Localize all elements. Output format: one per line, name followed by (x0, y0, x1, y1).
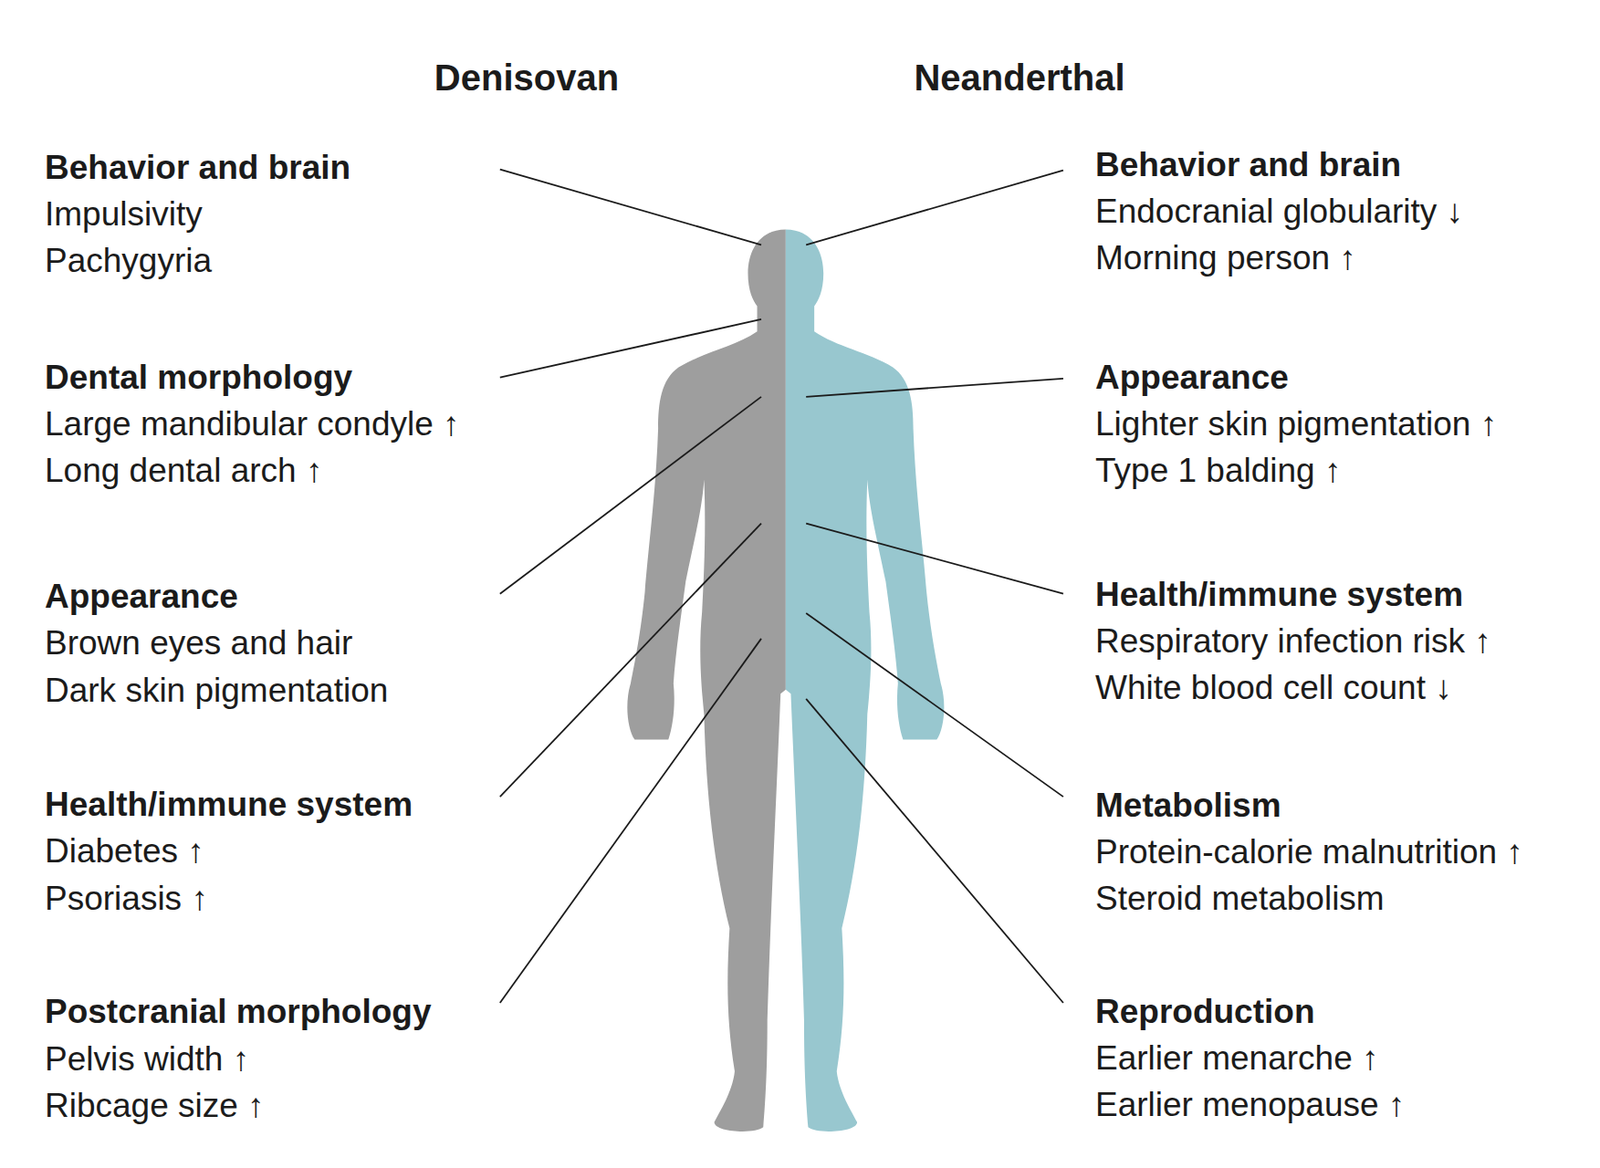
denisovan-half (627, 230, 786, 1132)
leader-line (805, 378, 1064, 398)
leader-line (805, 613, 1064, 797)
trait-label: Endocranial globularity ↓ (1095, 191, 1464, 232)
leader-line (805, 170, 1064, 246)
category-heading: Behavior and brain (44, 147, 351, 189)
leader-line (805, 699, 1064, 1004)
leader-line (500, 638, 762, 1004)
trait-label: Type 1 balding ↑ (1095, 450, 1341, 492)
category-heading: Health/immune system (44, 784, 413, 826)
column-heading: Denisovan (434, 55, 619, 100)
leader-lines (500, 169, 1064, 1004)
trait-label: Brown eyes and hair (44, 623, 353, 664)
trait-label: Steroid metabolism (1095, 878, 1385, 920)
trait-label: Pelvis width ↑ (44, 1039, 250, 1080)
category-heading: Behavior and brain (1095, 145, 1402, 186)
trait-label: Long dental arch ↑ (44, 450, 323, 492)
trait-label: Earlier menopause ↑ (1095, 1085, 1405, 1126)
category-heading: Appearance (1095, 357, 1289, 398)
trait-label: White blood cell count ↓ (1095, 668, 1453, 709)
leader-line (500, 319, 762, 378)
category-heading: Dental morphology (44, 357, 353, 398)
trait-label: Large mandibular condyle ↑ (44, 404, 461, 445)
leader-line (500, 523, 762, 798)
leader-line (500, 169, 762, 246)
column-heading: Neanderthal (913, 55, 1125, 100)
trait-label: Respiratory infection risk ↑ (1095, 621, 1492, 662)
trait-label: Ribcage size ↑ (44, 1086, 265, 1127)
category-heading: Appearance (44, 576, 239, 617)
trait-label: Lighter skin pigmentation ↑ (1095, 404, 1497, 445)
trait-label: Dark skin pigmentation (44, 670, 388, 712)
category-heading: Postcranial morphology (44, 992, 432, 1033)
trait-label: Diabetes ↑ (44, 831, 205, 872)
trait-label: Pachygyria (44, 240, 212, 282)
category-heading: Metabolism (1095, 785, 1282, 827)
leader-line (805, 523, 1064, 595)
trait-label: Morning person ↑ (1095, 238, 1357, 279)
category-heading: Reproduction (1095, 992, 1315, 1033)
trait-label: Impulsivity (44, 194, 203, 235)
trait-label: Protein-calorie malnutrition ↑ (1095, 832, 1524, 873)
trait-label: Psoriasis ↑ (44, 878, 209, 920)
neanderthal-half (785, 230, 945, 1132)
trait-label: Earlier menarche ↑ (1095, 1038, 1380, 1079)
category-heading: Health/immune system (1095, 575, 1464, 616)
figure-group (500, 169, 1064, 1132)
